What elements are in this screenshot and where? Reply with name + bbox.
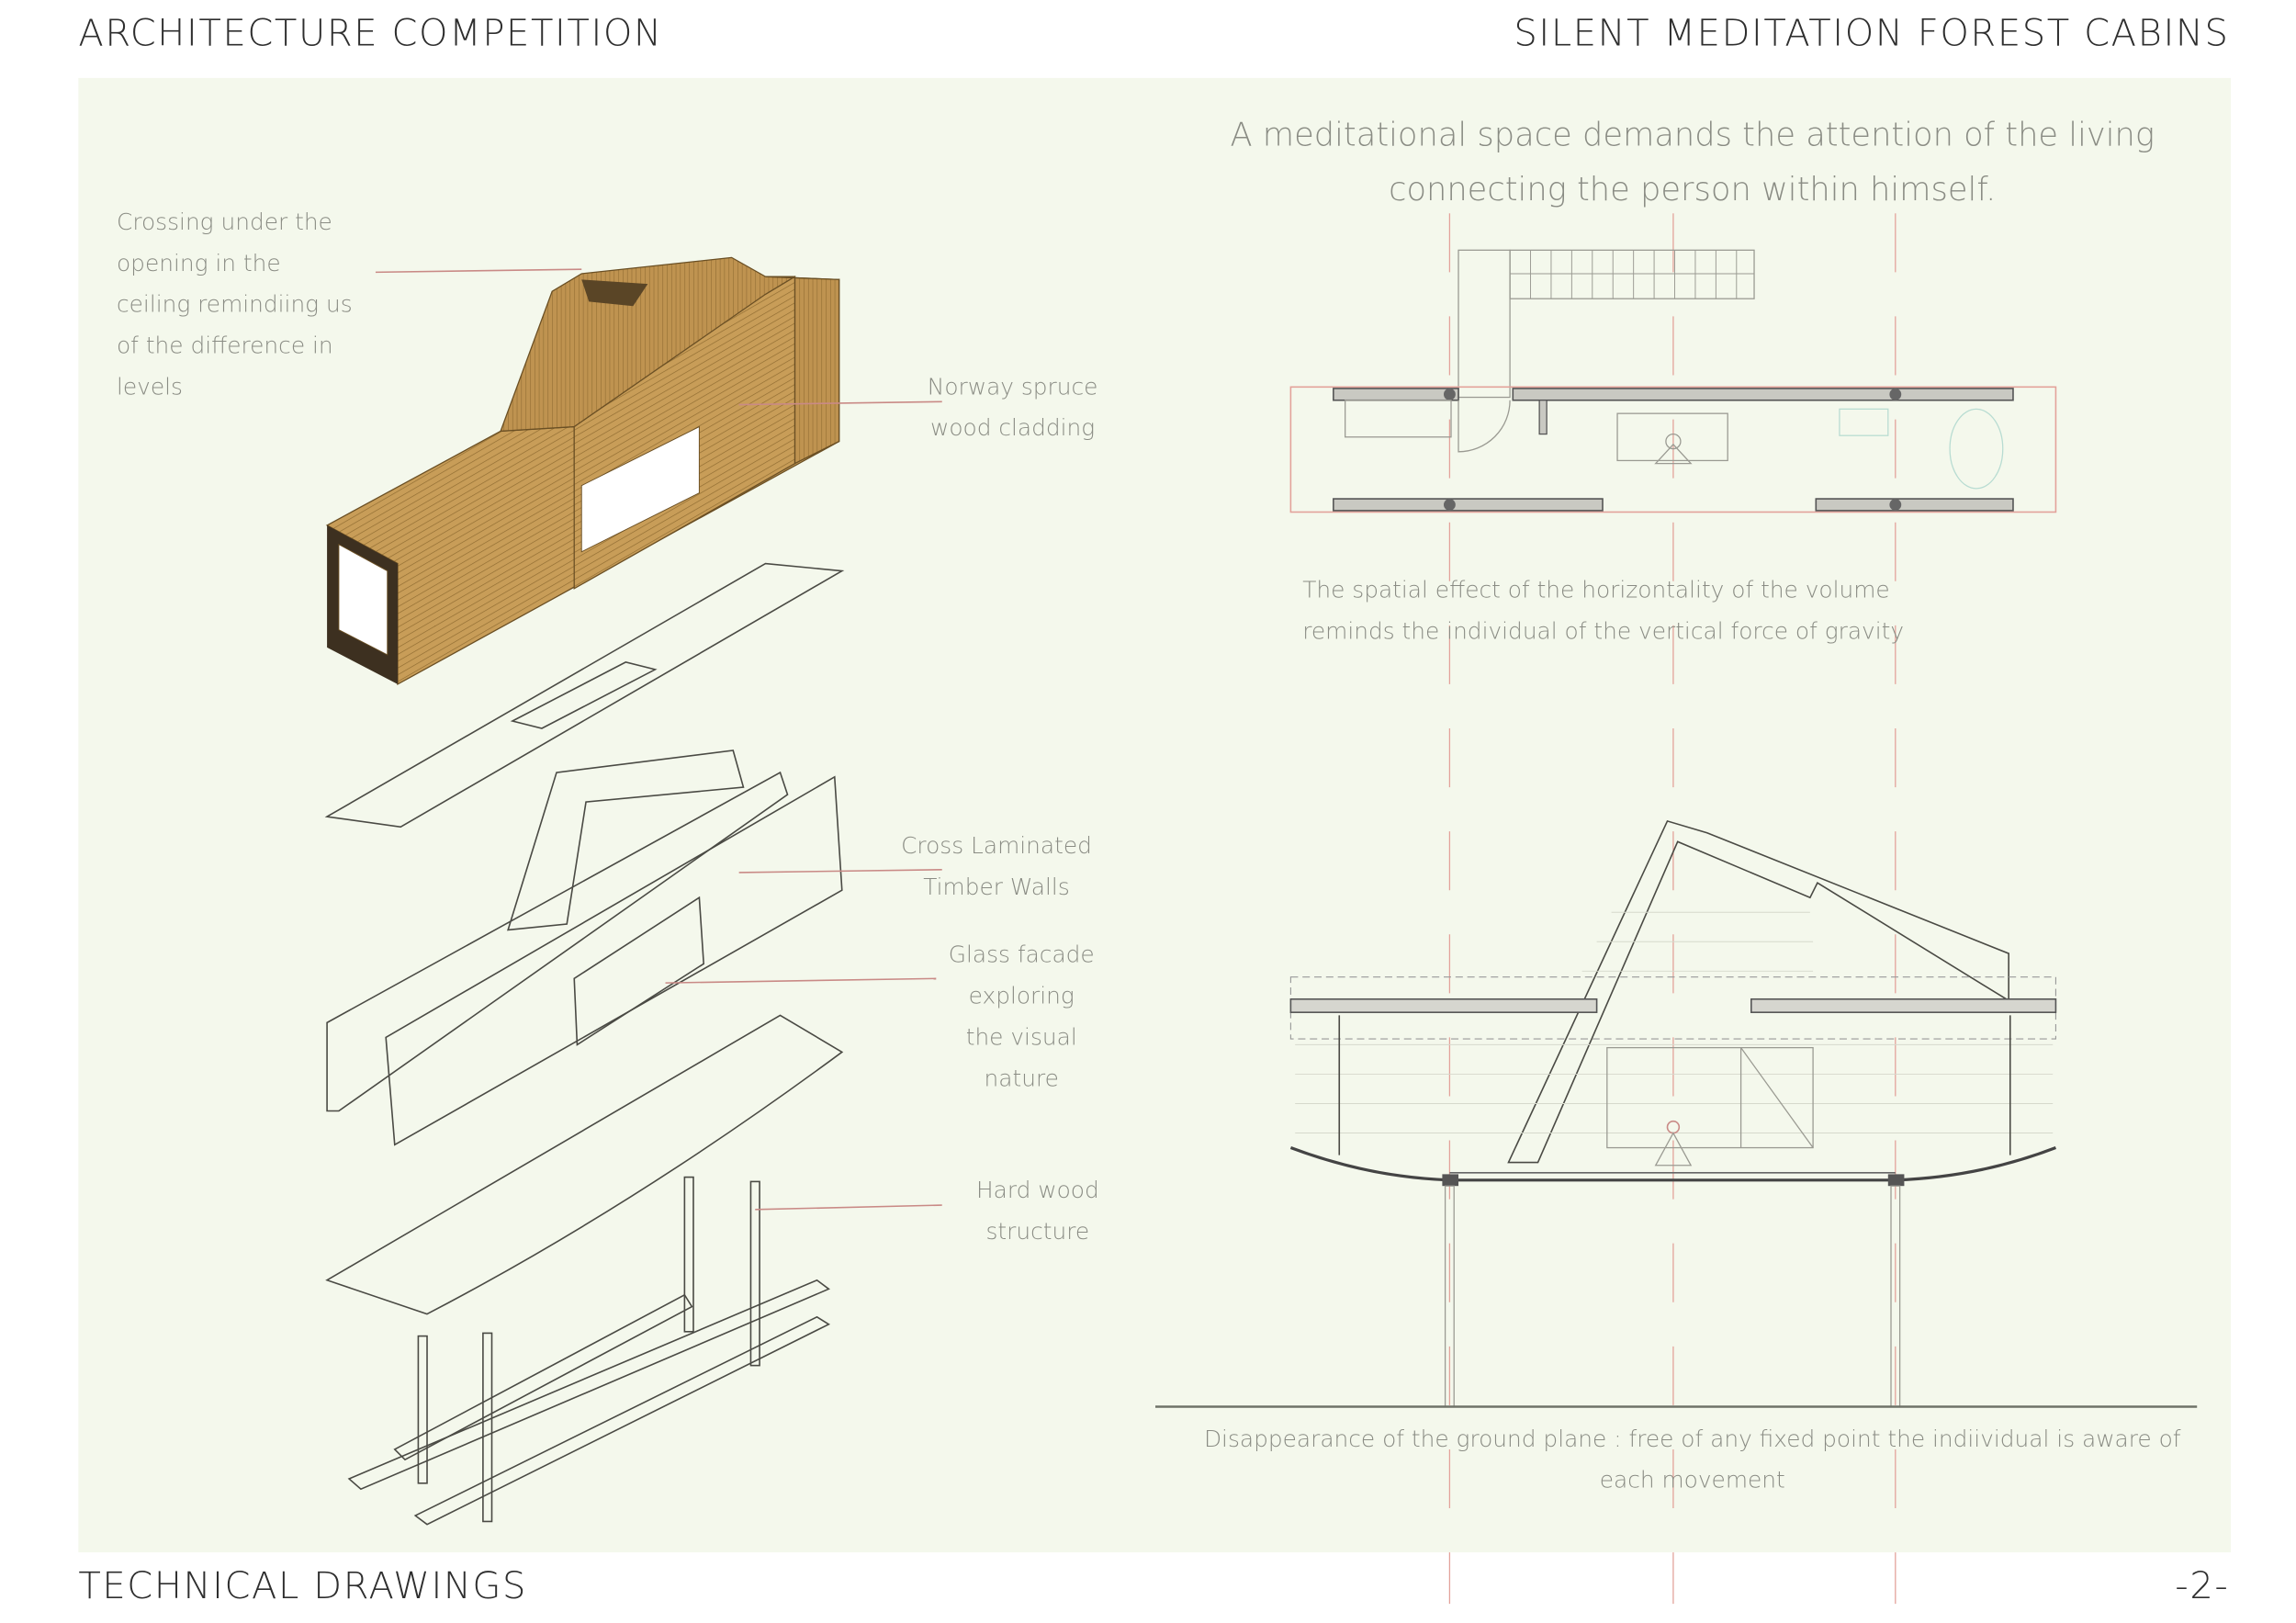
svg-text:Glass facade: Glass facade	[949, 941, 1095, 968]
svg-text:The spatial effect of the hori: The spatial effect of the horizontality …	[1302, 576, 1890, 603]
svg-text:Hard wood: Hard wood	[976, 1177, 1099, 1203]
roof-slab	[324, 562, 845, 828]
svg-text:wood cladding: wood cladding	[930, 414, 1095, 441]
stair-treads	[1510, 250, 1755, 299]
footer-left-title: TECHNICAL DRAWINGS	[78, 1565, 527, 1607]
wood-volume-axonometric	[325, 256, 840, 686]
svg-text:Cross Laminated: Cross Laminated	[901, 832, 1092, 859]
header-right-title: SILENT MEDITATION FOREST CABINS	[1514, 13, 2229, 55]
svg-text:exploring: exploring	[969, 983, 1075, 1009]
svg-text:reminds the individual of the: reminds the individual of the vertical f…	[1302, 617, 1904, 644]
label-cladding: Norway spruce wood cladding	[928, 373, 1098, 441]
floor-plan	[1289, 249, 2057, 513]
floor-slab	[325, 1014, 844, 1315]
svg-text:the visual: the visual	[966, 1023, 1077, 1050]
svg-text:structure: structure	[986, 1218, 1090, 1245]
label-glass-facade: Glass facade exploring the visual nature	[949, 941, 1095, 1092]
label-clt-walls: Cross Laminated Timber Walls	[901, 832, 1092, 900]
page-number: -2-	[2175, 1565, 2229, 1607]
plan-caption: The spatial effect of the horizontality …	[1302, 576, 1904, 644]
svg-text:ceiling remindiing us: ceiling remindiing us	[117, 291, 353, 318]
label-structure: Hard wood structure	[976, 1177, 1099, 1245]
section-caption: Disappearance of the ground plane : free…	[1204, 1426, 2181, 1493]
svg-text:A meditational space demands t: A meditational space demands the attenti…	[1230, 117, 2155, 154]
svg-text:levels: levels	[117, 373, 183, 400]
board-panel	[78, 77, 2232, 1553]
header-left-title: ARCHITECTURE COMPETITION	[78, 13, 662, 55]
svg-text:of the difference in: of the difference in	[117, 332, 333, 358]
svg-text:Disappearance of the ground pl: Disappearance of the ground plane : free…	[1204, 1426, 2181, 1452]
svg-text:Norway spruce: Norway spruce	[928, 373, 1098, 400]
hardwood-structure	[347, 1176, 831, 1526]
svg-text:each movement: each movement	[1600, 1467, 1785, 1493]
plan-quote: A meditational space demands the attenti…	[1230, 117, 2155, 209]
svg-text:Crossing under the: Crossing under the	[117, 209, 332, 235]
svg-text:opening in the: opening in the	[117, 250, 281, 276]
callout-lines	[375, 268, 942, 1211]
svg-text:connecting the person within h: connecting the person within himself.	[1389, 171, 1996, 209]
svg-text:nature: nature	[985, 1065, 1059, 1091]
label-crossing: Crossing under the opening in the ceilin…	[117, 209, 353, 400]
svg-text:Timber Walls: Timber Walls	[923, 873, 1070, 900]
section-drawing	[1155, 819, 2198, 1408]
clt-walls	[326, 750, 843, 1146]
